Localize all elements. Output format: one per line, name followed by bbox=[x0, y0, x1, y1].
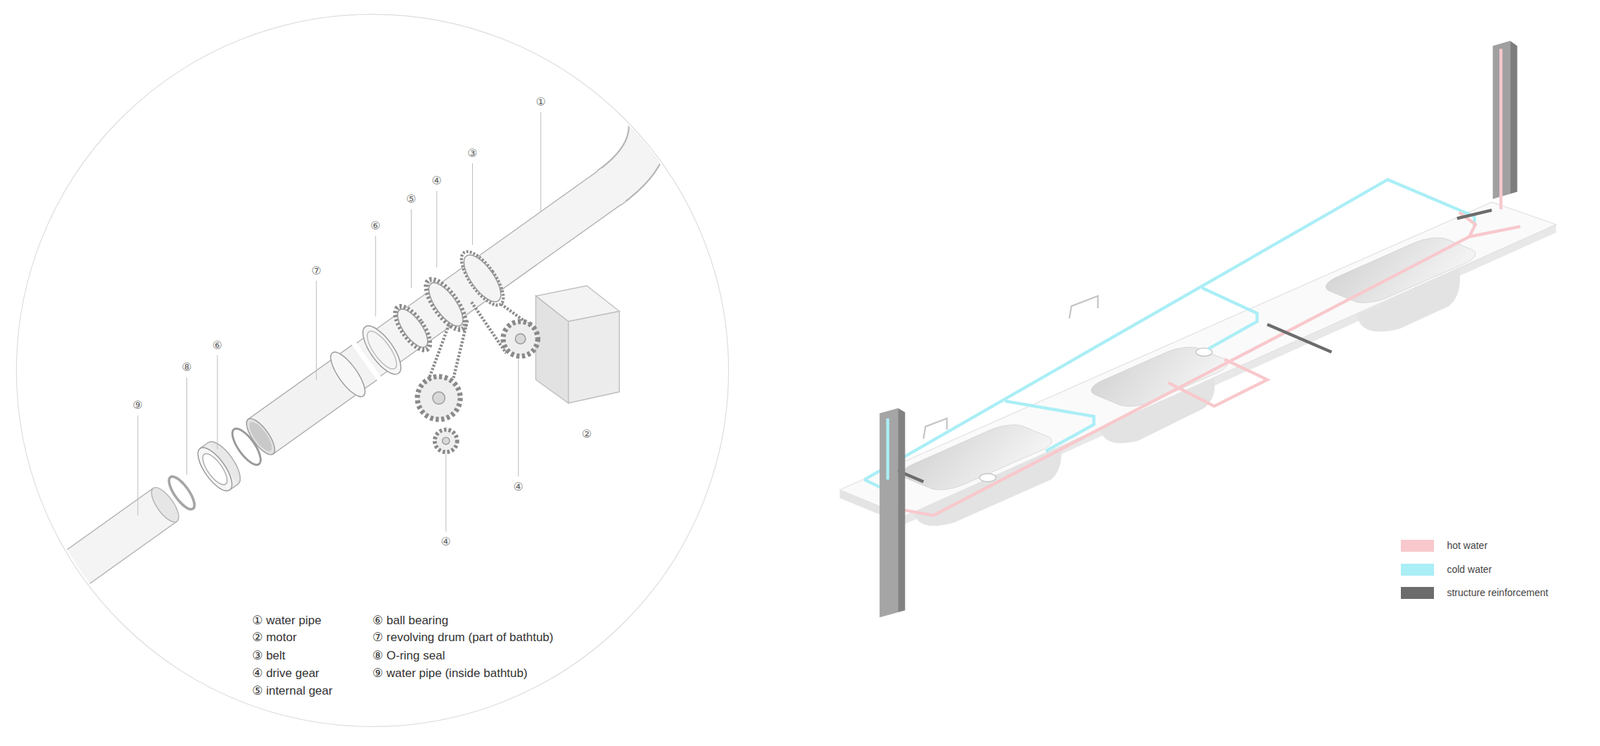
motor-front bbox=[568, 310, 620, 404]
reinforcement bbox=[1457, 210, 1492, 219]
bearing-ring bbox=[356, 320, 408, 380]
legend-swatch bbox=[1400, 539, 1434, 552]
leader-line bbox=[186, 377, 188, 475]
callout-number: ⑥ bbox=[370, 218, 381, 233]
part-list-item: ② motor bbox=[251, 630, 297, 645]
pipe-edge bbox=[3, 488, 153, 596]
part-list-item: ⑥ ball bearing bbox=[372, 613, 449, 628]
reinforcement bbox=[1267, 324, 1332, 352]
legend-swatch bbox=[1400, 586, 1434, 599]
legend-swatch bbox=[1400, 563, 1434, 576]
drum-opening bbox=[245, 418, 276, 454]
column-side bbox=[897, 408, 905, 613]
leader-line bbox=[137, 415, 138, 516]
belt-pulley bbox=[457, 249, 508, 307]
bathtub-plan bbox=[840, 40, 1557, 618]
inner-pipe bbox=[3, 488, 177, 629]
leader-line bbox=[375, 235, 376, 317]
column-side bbox=[1509, 40, 1517, 195]
leader-line bbox=[472, 163, 473, 245]
belt-ring bbox=[453, 245, 511, 311]
part-list-item: ⑨ water pipe (inside bathtub) bbox=[372, 666, 528, 681]
legend-text: hot water bbox=[1446, 539, 1488, 552]
tub-basin bbox=[1317, 234, 1485, 307]
callout-number: ④ bbox=[513, 479, 524, 494]
callout-number: ④ bbox=[432, 173, 442, 188]
callout-number: ⑤ bbox=[405, 192, 416, 206]
cold-water-pipe bbox=[864, 179, 1475, 480]
small-gear-hub bbox=[442, 436, 450, 444]
drum-front bbox=[241, 414, 280, 459]
part-list-item: ① water pipe bbox=[251, 613, 321, 628]
callout-number: ③ bbox=[467, 146, 478, 160]
pipe-parts bbox=[0, 159, 632, 637]
tub-basin bbox=[892, 420, 1061, 494]
motor-gear bbox=[515, 333, 526, 345]
callout-number: ④ bbox=[441, 534, 452, 549]
leader-line bbox=[517, 358, 519, 477]
bearing-hole bbox=[198, 450, 232, 489]
callout-number: ⑨ bbox=[132, 398, 143, 412]
leader-line bbox=[436, 190, 437, 268]
cold-water-riser bbox=[886, 418, 890, 480]
tub-basins bbox=[892, 234, 1484, 494]
internal-gear bbox=[391, 304, 433, 352]
leader-line bbox=[540, 112, 542, 213]
leader-line bbox=[315, 280, 317, 380]
callout-number: ⑥ bbox=[212, 338, 223, 352]
part-list-item: ③ belt bbox=[251, 648, 285, 663]
bearing-inner bbox=[362, 327, 402, 373]
spur-gear-hub bbox=[432, 391, 445, 404]
handle bbox=[1069, 296, 1099, 319]
pipe-assembly bbox=[0, 20, 650, 637]
callout-number: ② bbox=[581, 427, 592, 441]
callout-number: ① bbox=[535, 94, 546, 109]
hot-water-pipe bbox=[1167, 358, 1268, 406]
part-list-item: ⑤ internal gear bbox=[251, 683, 333, 698]
hot-water-pipe bbox=[887, 226, 1521, 516]
small-gear-teeth bbox=[434, 429, 458, 452]
cold-water-pipe bbox=[1004, 401, 1094, 452]
motor-gear-teeth bbox=[503, 321, 538, 357]
leader-line bbox=[410, 208, 412, 288]
motor-left bbox=[535, 296, 568, 404]
callout-number: ⑧ bbox=[181, 360, 192, 374]
o-ring bbox=[164, 472, 200, 513]
drum-flange bbox=[325, 347, 371, 402]
slab-top bbox=[840, 201, 1557, 517]
drive-gear-teeth bbox=[419, 273, 473, 335]
cold-water-pipe bbox=[1201, 287, 1257, 349]
pipe-edge bbox=[27, 521, 177, 629]
hot-water-riser bbox=[1499, 49, 1503, 210]
pipe-end bbox=[146, 483, 184, 527]
legend-text: structure reinforcement bbox=[1446, 586, 1548, 599]
column-front bbox=[879, 408, 898, 618]
leader-lines bbox=[137, 112, 542, 532]
part-list-item: ⑦ revolving drum (part of bathtub) bbox=[372, 630, 554, 645]
faucet bbox=[979, 473, 996, 482]
callout-number: ⑦ bbox=[310, 263, 321, 278]
pipe-bend bbox=[609, 20, 650, 188]
part-list-item: ④ drive gear bbox=[251, 666, 320, 681]
spur-gear-teeth bbox=[417, 376, 461, 420]
belt bbox=[428, 320, 468, 380]
part-list-item: ⑧ O-ring seal bbox=[372, 648, 445, 663]
pipe-bend-outline bbox=[609, 20, 650, 188]
bearing-front bbox=[192, 442, 239, 497]
drive-gear bbox=[422, 277, 470, 332]
legend-text: cold water bbox=[1446, 563, 1492, 576]
internal-gear-teeth bbox=[389, 301, 437, 355]
detail-circle bbox=[16, 14, 729, 727]
leader-line bbox=[445, 453, 447, 532]
leader-line bbox=[217, 355, 219, 449]
tub-basin bbox=[1082, 343, 1237, 411]
